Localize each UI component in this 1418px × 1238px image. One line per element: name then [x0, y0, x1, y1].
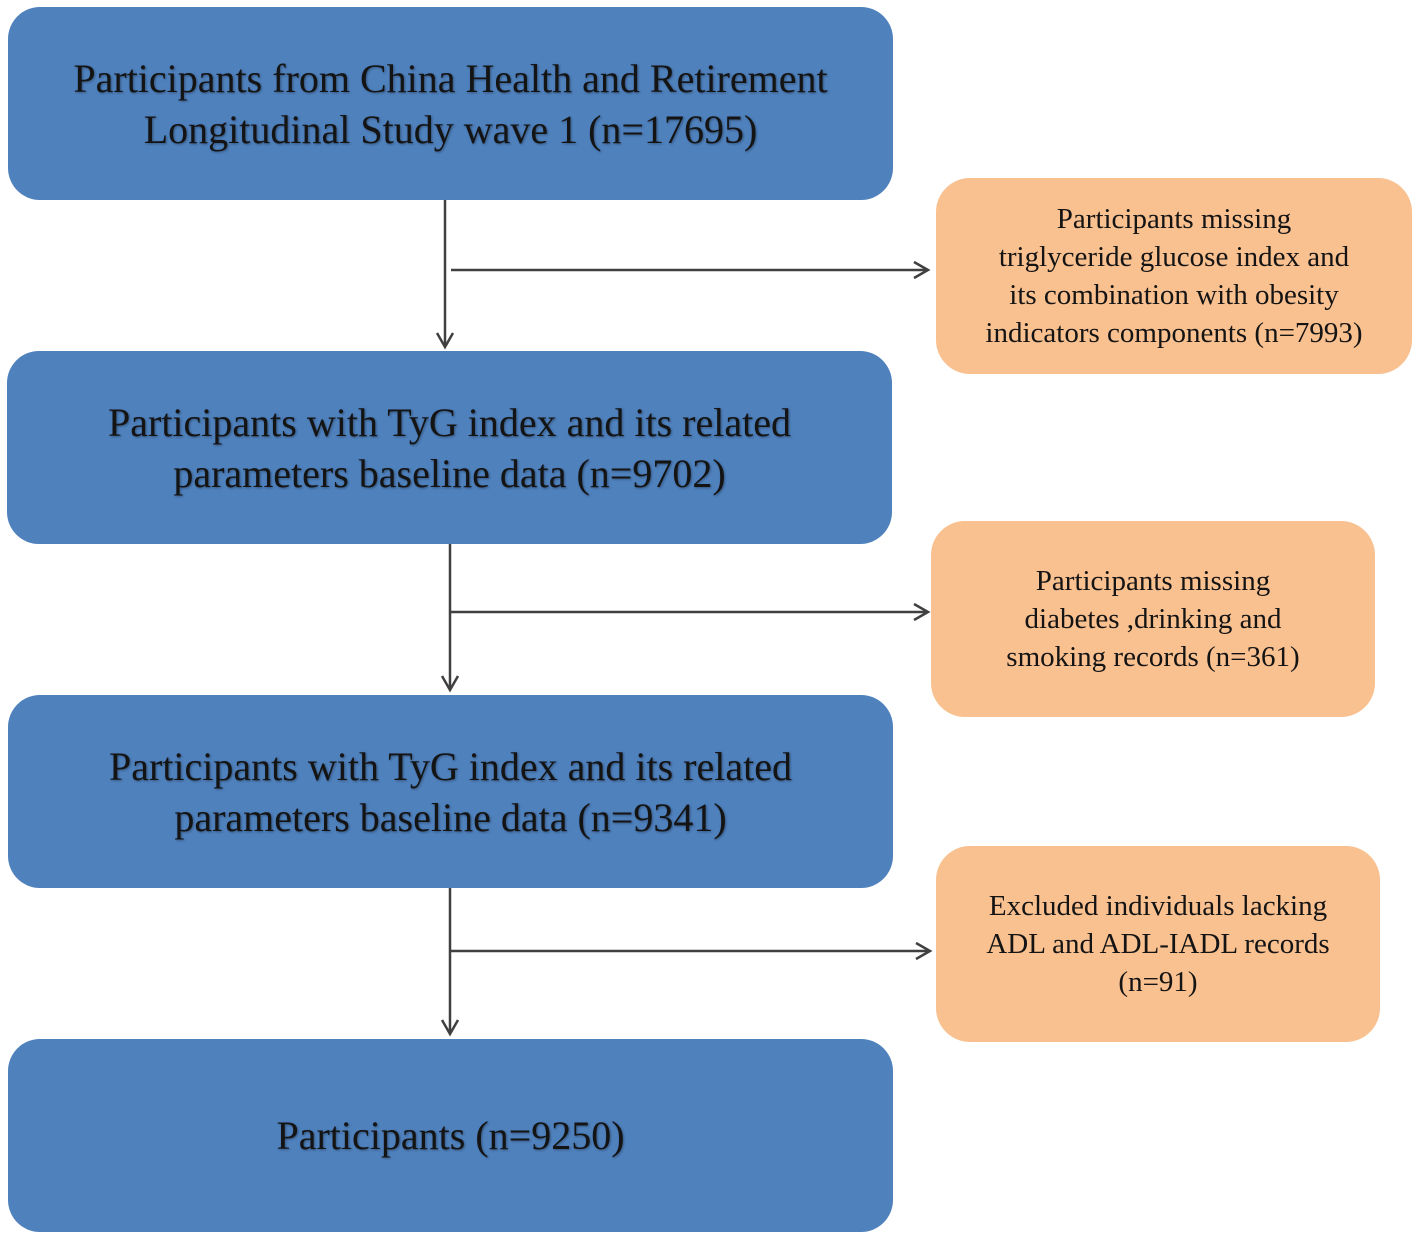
exclusion-box-3-text: Excluded individuals lacking ADL and ADL…: [986, 890, 1330, 998]
main-box-3-text: Participants with TyG index and its rela…: [109, 743, 792, 840]
main-box-1-text: Participants from China Health and Retir…: [73, 55, 828, 152]
main-box-1: Participants from China Health and Retir…: [8, 7, 893, 200]
exclusion-box-2: Participants missing diabetes ,drinking …: [931, 521, 1375, 717]
main-box-4: Participants (n=9250): [8, 1039, 893, 1232]
main-box-4-text: Participants (n=9250): [276, 1113, 625, 1158]
exclusion-box-2-text: Participants missing diabetes ,drinking …: [1006, 565, 1300, 673]
main-box-2-text: Participants with TyG index and its rela…: [108, 399, 791, 496]
main-box-2: Participants with TyG index and its rela…: [7, 351, 892, 544]
exclusion-box-1: Participants missing triglyceride glucos…: [936, 178, 1412, 374]
exclusion-box-3: Excluded individuals lacking ADL and ADL…: [936, 846, 1380, 1042]
main-box-3: Participants with TyG index and its rela…: [8, 695, 893, 888]
exclusion-box-1-text: Participants missing triglyceride glucos…: [985, 203, 1363, 349]
